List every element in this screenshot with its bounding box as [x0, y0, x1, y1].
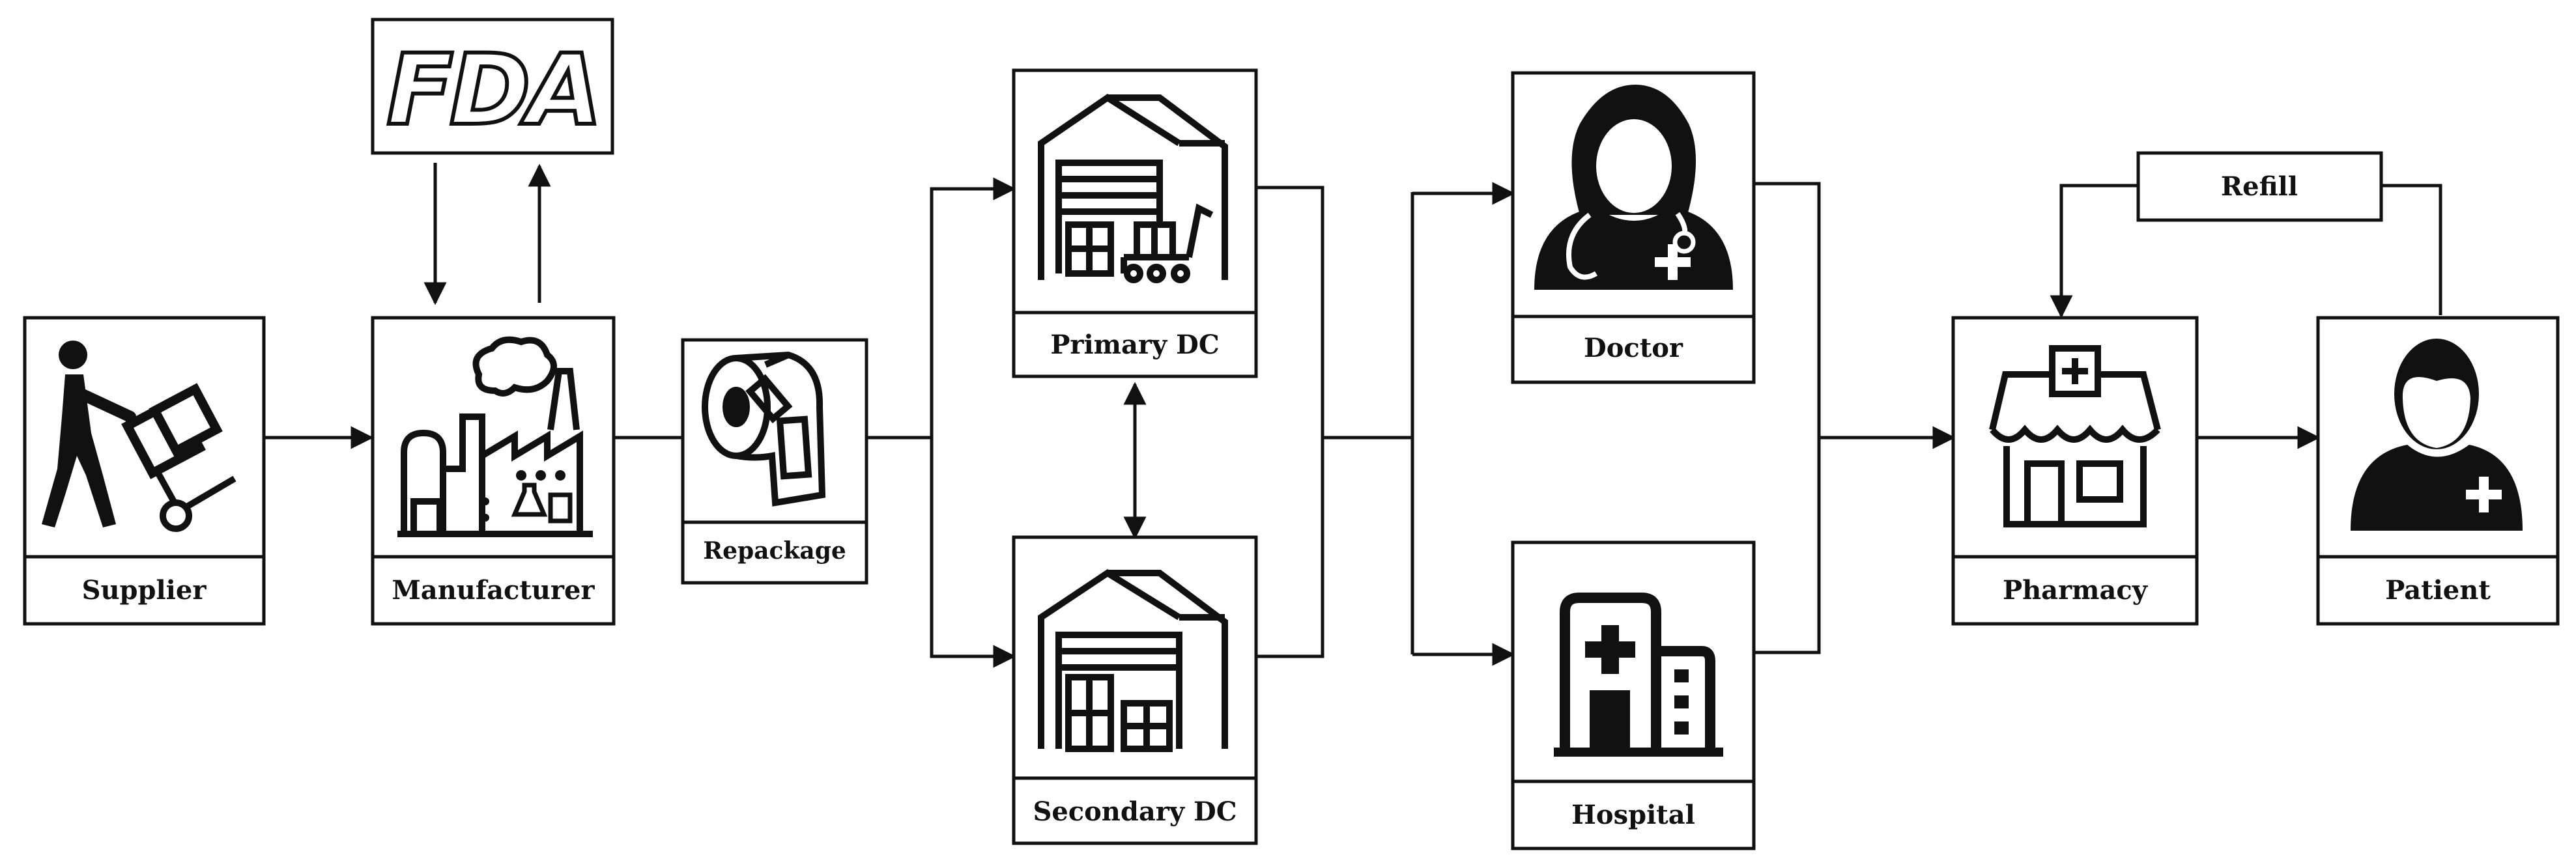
warehouse-icon	[1038, 569, 1228, 752]
secondary-dc-label: Secondary DC	[1033, 796, 1237, 827]
hospital-node: Hospital	[1511, 540, 1756, 850]
factory-icon	[397, 336, 593, 537]
patient-label: Patient	[2385, 575, 2491, 606]
patient-icon	[2351, 339, 2523, 531]
pharmacy-store-icon	[1989, 345, 2161, 527]
supplier-label: Supplier	[82, 575, 207, 606]
repackage-node: Repackage	[681, 338, 868, 585]
doctor-node: Doctor	[1511, 71, 1756, 384]
pharmacy-label: Pharmacy	[2003, 575, 2149, 606]
label-roll-icon	[702, 351, 826, 507]
supplier-node: Supplier	[23, 316, 266, 626]
primary-dc-node: Primary DC	[1012, 68, 1258, 378]
manufacturer-label: Manufacturer	[392, 575, 595, 606]
pharmacy-node: Pharmacy	[1951, 316, 2199, 626]
fda-node: FDA	[371, 18, 614, 155]
warehouse-forklift-icon	[1038, 94, 1228, 283]
connectors	[264, 163, 2442, 668]
connector-doctor-hospital-merge	[1754, 182, 1821, 654]
doctor-icon	[1534, 85, 1733, 290]
connector-repackage-secondary-dc	[930, 438, 1016, 668]
worker-hand-truck-icon	[42, 341, 236, 532]
connector-patient-refill	[2381, 184, 2442, 315]
connector-repackage-primary-dc	[866, 177, 1016, 440]
refill-node: Refill	[2136, 151, 2383, 222]
hospital-icon	[1554, 593, 1723, 757]
repackage-label: Repackage	[703, 537, 846, 565]
fda-logo: FDA	[386, 34, 598, 147]
connector-refill-pharmacy	[2050, 184, 2138, 318]
refill-label: Refill	[2221, 171, 2298, 202]
hospital-label: Hospital	[1571, 800, 1695, 830]
connector-primary-dc-out	[1256, 186, 1324, 658]
patient-node: Patient	[2316, 316, 2560, 626]
manufacturer-node: Manufacturer	[371, 316, 616, 626]
doctor-label: Doctor	[1584, 333, 1683, 363]
primary-dc-label: Primary DC	[1050, 329, 1219, 360]
secondary-dc-node: Secondary DC	[1012, 535, 1258, 845]
